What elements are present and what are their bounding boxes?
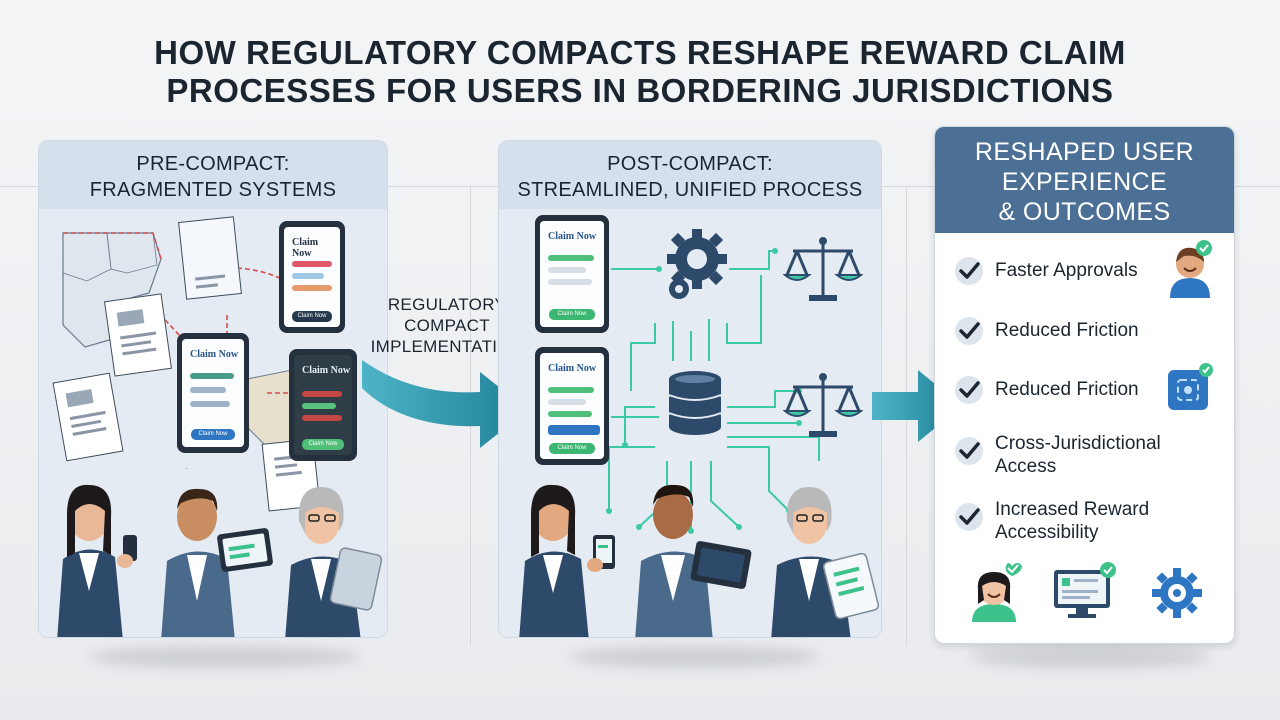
transition-label-line-2: COMPACT bbox=[404, 316, 490, 335]
person-man-with-tablet bbox=[635, 484, 752, 637]
phone-claim-now: Claim Now Claim Now bbox=[535, 215, 609, 333]
phone-claim-now: Claim Now Claim Now bbox=[279, 221, 345, 333]
monitor-icon bbox=[1054, 562, 1116, 618]
transition-label: REGULATORY COMPACT IMPLEMENTATION bbox=[362, 294, 532, 357]
claim-now-button[interactable]: Claim Now bbox=[302, 439, 344, 450]
post-compact-panel: POST-COMPACT: STREAMLINED, UNIFIED PROCE… bbox=[498, 140, 882, 638]
person-older-woman-with-tablet bbox=[285, 487, 383, 637]
outcomes-heading-line-2: EXPERIENCE bbox=[1001, 168, 1168, 196]
pre-compact-heading: PRE-COMPACT: FRAGMENTED SYSTEMS bbox=[39, 141, 387, 209]
post-compact-heading: POST-COMPACT: STREAMLINED, UNIFIED PROCE… bbox=[499, 141, 881, 209]
outcome-item-label-line-1: Cross-Jurisdictional bbox=[995, 433, 1161, 454]
claim-now-button[interactable]: Claim Now bbox=[190, 429, 236, 440]
gear-icon bbox=[1152, 568, 1202, 618]
database-icon bbox=[668, 371, 722, 435]
person-man-with-tablet bbox=[161, 488, 273, 637]
outcome-item-label-line-2: Access bbox=[995, 456, 1057, 477]
outcomes-heading: RESHAPED USER EXPERIENCE & OUTCOMES bbox=[935, 127, 1234, 233]
page-title: HOW REGULATORY COMPACTS RESHAPE REWARD C… bbox=[0, 34, 1280, 110]
checkmark-icon bbox=[955, 503, 983, 531]
claim-now-button[interactable]: Claim Now bbox=[548, 309, 596, 320]
checkmark-icon bbox=[955, 376, 983, 404]
outcome-item-label-line-2: Accessibility bbox=[995, 522, 1099, 543]
outcome-item-label: Reduced Friction bbox=[995, 379, 1139, 400]
pre-compact-panel: PRE-COMPACT: FRAGMENTED SYSTEMS bbox=[38, 140, 388, 638]
title-line-1: HOW REGULATORY COMPACTS RESHAPE REWARD C… bbox=[154, 34, 1126, 71]
balance-scale-icon bbox=[783, 237, 863, 301]
claim-now-button[interactable]: Claim Now bbox=[548, 443, 596, 454]
person-woman-with-phone bbox=[57, 484, 137, 637]
outcome-item-label-line-1: Increased Reward bbox=[995, 499, 1150, 520]
transition-label-line-1: REGULATORY bbox=[387, 295, 507, 314]
title-line-2: PROCESSES FOR USERS IN BORDERING JURISDI… bbox=[166, 72, 1114, 109]
claim-now-button[interactable]: Claim Now bbox=[291, 311, 333, 322]
phone-claim-label: Claim Now bbox=[548, 231, 597, 242]
person-woman-with-phone bbox=[519, 484, 615, 637]
panel-shadow bbox=[570, 646, 820, 668]
panel-shadow bbox=[90, 646, 360, 668]
phone-claim-now: Claim Now Claim Now bbox=[535, 347, 609, 465]
phone-claim-label: Claim Now bbox=[292, 237, 319, 259]
phone-claim-now: Claim Now Claim Now bbox=[177, 333, 249, 453]
phone-claim-label: Claim Now bbox=[302, 365, 351, 376]
phone-claim-label: Claim Now bbox=[548, 363, 597, 374]
pre-compact-heading-line-2: FRAGMENTED SYSTEMS bbox=[89, 179, 337, 201]
phone-claim-now: Claim Now Claim Now bbox=[289, 349, 357, 461]
happy-user-avatar-icon bbox=[1170, 240, 1212, 298]
outcomes-heading-line-3: & OUTCOMES bbox=[998, 198, 1171, 226]
outcome-item-label: Increased Reward Accessibility bbox=[995, 498, 1149, 544]
checkmark-icon bbox=[955, 437, 983, 465]
phone-claim-label: Claim Now bbox=[190, 349, 239, 360]
paper-document bbox=[103, 293, 173, 377]
user-group-illustration bbox=[519, 484, 879, 637]
checkmark-icon bbox=[955, 257, 983, 285]
happy-person-icon bbox=[972, 563, 1022, 622]
user-group-illustration bbox=[57, 484, 383, 637]
outcome-item-label: Cross-Jurisdictional Access bbox=[995, 432, 1161, 478]
person-older-woman-with-tablet bbox=[771, 487, 879, 637]
panel-shadow bbox=[970, 646, 1210, 668]
scan-target-icon bbox=[1168, 363, 1213, 410]
gear-icon bbox=[667, 229, 727, 299]
outcomes-heading-line-1: RESHAPED USER bbox=[974, 138, 1195, 166]
post-compact-heading-line-2: STREAMLINED, UNIFIED PROCESS bbox=[517, 179, 863, 201]
balance-scale-icon bbox=[783, 373, 863, 437]
outcome-item-label: Reduced Friction bbox=[995, 320, 1139, 341]
paper-document bbox=[178, 216, 242, 300]
outcome-item-label: Faster Approvals bbox=[995, 260, 1138, 281]
pre-compact-heading-line-1: PRE-COMPACT: bbox=[136, 153, 290, 175]
transition-arrow bbox=[362, 360, 528, 448]
post-compact-heading-line-1: POST-COMPACT: bbox=[607, 153, 773, 175]
checkmark-icon bbox=[955, 317, 983, 345]
transition-label-line-3: IMPLEMENTATION bbox=[370, 337, 524, 356]
